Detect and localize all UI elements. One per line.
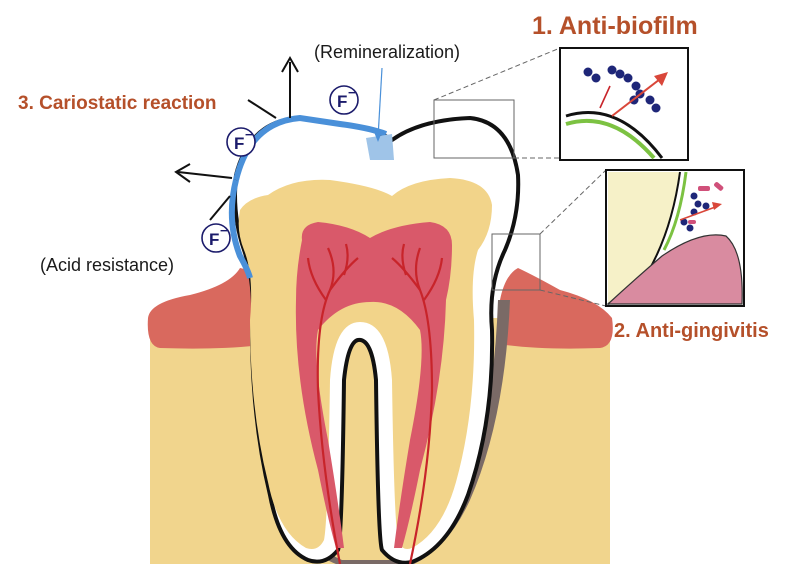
fluoride-ion-charge: − — [220, 223, 228, 238]
remineralization-label: (Remineralization) — [314, 42, 460, 62]
fluoride-ion-icon: F − — [202, 223, 230, 252]
acid-resistance-label: (Acid resistance) — [40, 255, 174, 275]
remineralization-pointer — [378, 68, 382, 138]
fluoride-ion-charge: − — [348, 85, 356, 100]
anti-gingivitis-label: 2. Anti-gingivitis — [614, 320, 769, 342]
fluoride-ion-icon: F − — [330, 85, 358, 114]
remineralization-patch — [366, 134, 394, 160]
inset-anti-gingivitis — [606, 170, 744, 306]
fluoride-ion-charge: − — [245, 127, 253, 142]
fluoride-ion-icon: F − — [227, 127, 255, 156]
fluoride-ion-label: F — [337, 92, 347, 111]
gum-right — [500, 268, 613, 349]
inset-anti-biofilm — [560, 48, 688, 160]
anti-biofilm-label: 1. Anti-biofilm — [532, 12, 698, 40]
cariostatic-reaction-label: 3. Cariostatic reaction — [18, 93, 217, 114]
fluoride-ion-label: F — [209, 230, 219, 249]
fluoride-ion-label: F — [234, 134, 244, 153]
